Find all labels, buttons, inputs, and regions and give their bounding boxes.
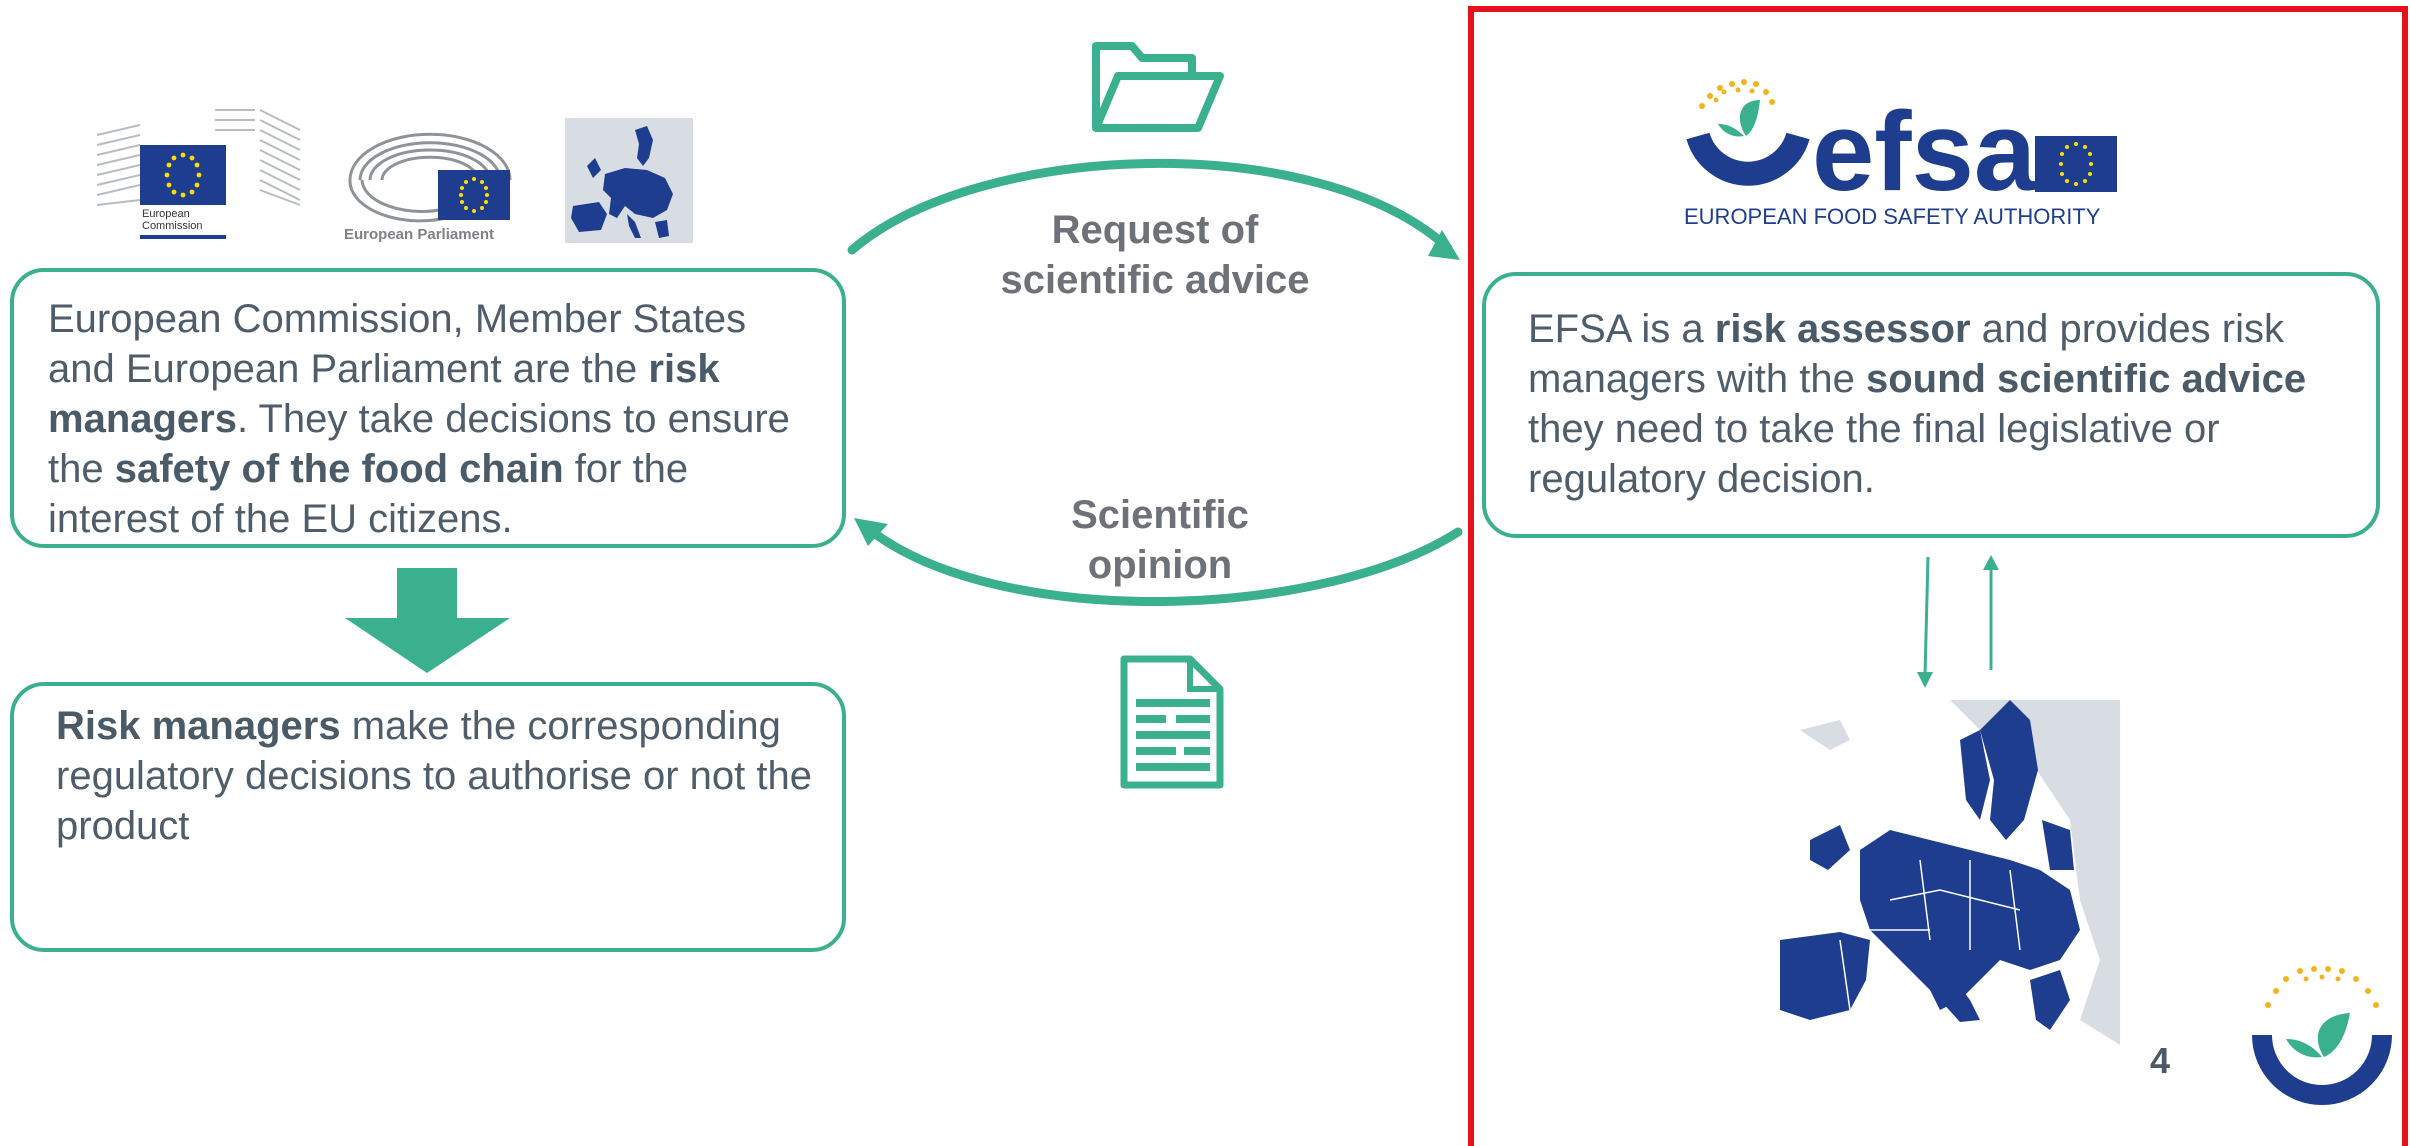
eu-map	[1780, 700, 2120, 1045]
european-commission-logo: European Commission	[95, 105, 305, 245]
document-icon	[1120, 655, 1225, 790]
folder-icon	[1090, 38, 1225, 138]
efsa-subtitle: EUROPEAN FOOD SAFETY AUTHORITY	[1684, 204, 2101, 229]
card1-text-2: . They take decisions to ensure the	[48, 397, 790, 491]
request-label-line-1: Request of	[1051, 208, 1259, 252]
efsa-panel	[1468, 6, 2408, 1146]
card1-text-3: for the interest of the EU citizens.	[48, 447, 689, 541]
efsa-card-bold-1: risk assessor	[1714, 307, 1971, 351]
opinion-label-line-1: Scientific	[1071, 493, 1249, 537]
member-states-map	[565, 118, 693, 243]
regulatory-decisions-card: Risk managers make the corresponding reg…	[10, 682, 846, 952]
request-label: Request of scientific advice	[950, 205, 1360, 305]
efsa-wordmark: efsa	[1812, 89, 2037, 214]
request-label-line-2: scientific advice	[1000, 258, 1310, 302]
parliament-caption: European Parliament	[344, 226, 494, 243]
opinion-label-line-2: opinion	[1087, 543, 1233, 587]
decorative-circle	[0, 975, 4, 1055]
cycle-arrows	[847, 158, 1463, 606]
card2-text-1: make the corresponding regulatory decisi…	[56, 704, 812, 848]
efsa-card-text-2: and provides risk managers with the	[1528, 307, 2284, 401]
card1-text-1: European Commission, Member States and E…	[48, 297, 747, 391]
efsa-card-bold-2: sound scientific advice	[1865, 357, 2307, 401]
card1-bold-2: safety of the food chain	[114, 447, 564, 491]
efsa-card-text-3: they need to take the final legislative …	[1528, 407, 2220, 501]
efsa-logo: efsa EUROPEAN FOOD SAFETY AUTHORITY	[1680, 78, 2120, 238]
card1-bold-1: risk managers	[48, 347, 720, 441]
european-parliament-logo: European Parliament	[340, 125, 520, 245]
risk-managers-card: European Commission, Member States and E…	[10, 268, 846, 548]
commission-caption-2: Commission	[142, 220, 203, 232]
opinion-label: Scientific opinion	[960, 490, 1360, 590]
page-number: 4	[2150, 1040, 2171, 1081]
risk-assessor-card: EFSA is a risk assessor and provides ris…	[1482, 272, 2380, 538]
card2-bold-1: Risk managers	[56, 704, 341, 748]
efsa-corner-mark	[2250, 965, 2395, 1105]
commission-caption-1: European	[142, 208, 190, 220]
down-arrow-icon	[345, 568, 510, 673]
efsa-card-text-1: EFSA is a	[1528, 307, 1715, 351]
exchange-arrows	[1917, 555, 1999, 688]
